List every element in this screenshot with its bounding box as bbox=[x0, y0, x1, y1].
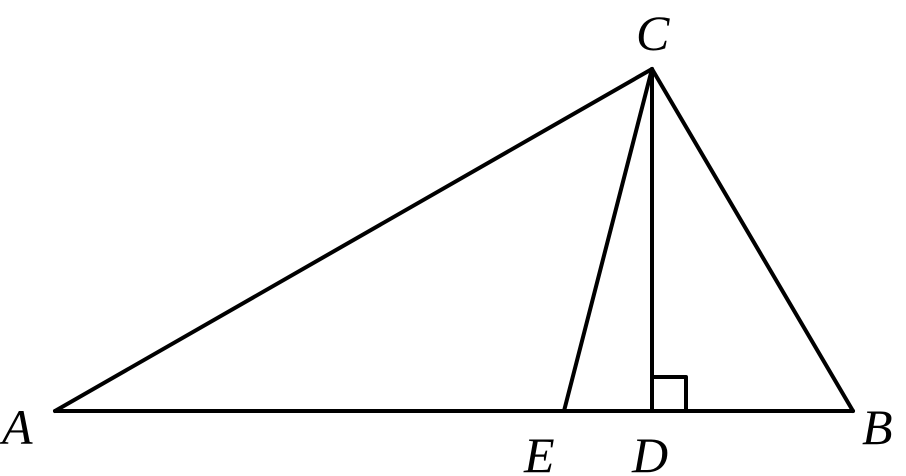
label-e: E bbox=[523, 427, 555, 476]
segment-bc bbox=[650, 67, 855, 413]
segment-ce bbox=[562, 67, 654, 413]
right-angle-marker bbox=[650, 375, 688, 413]
label-c: C bbox=[636, 5, 670, 61]
label-d: D bbox=[631, 427, 668, 476]
segment-ac bbox=[53, 67, 654, 413]
label-a: A bbox=[0, 399, 33, 455]
label-b: B bbox=[862, 399, 893, 455]
